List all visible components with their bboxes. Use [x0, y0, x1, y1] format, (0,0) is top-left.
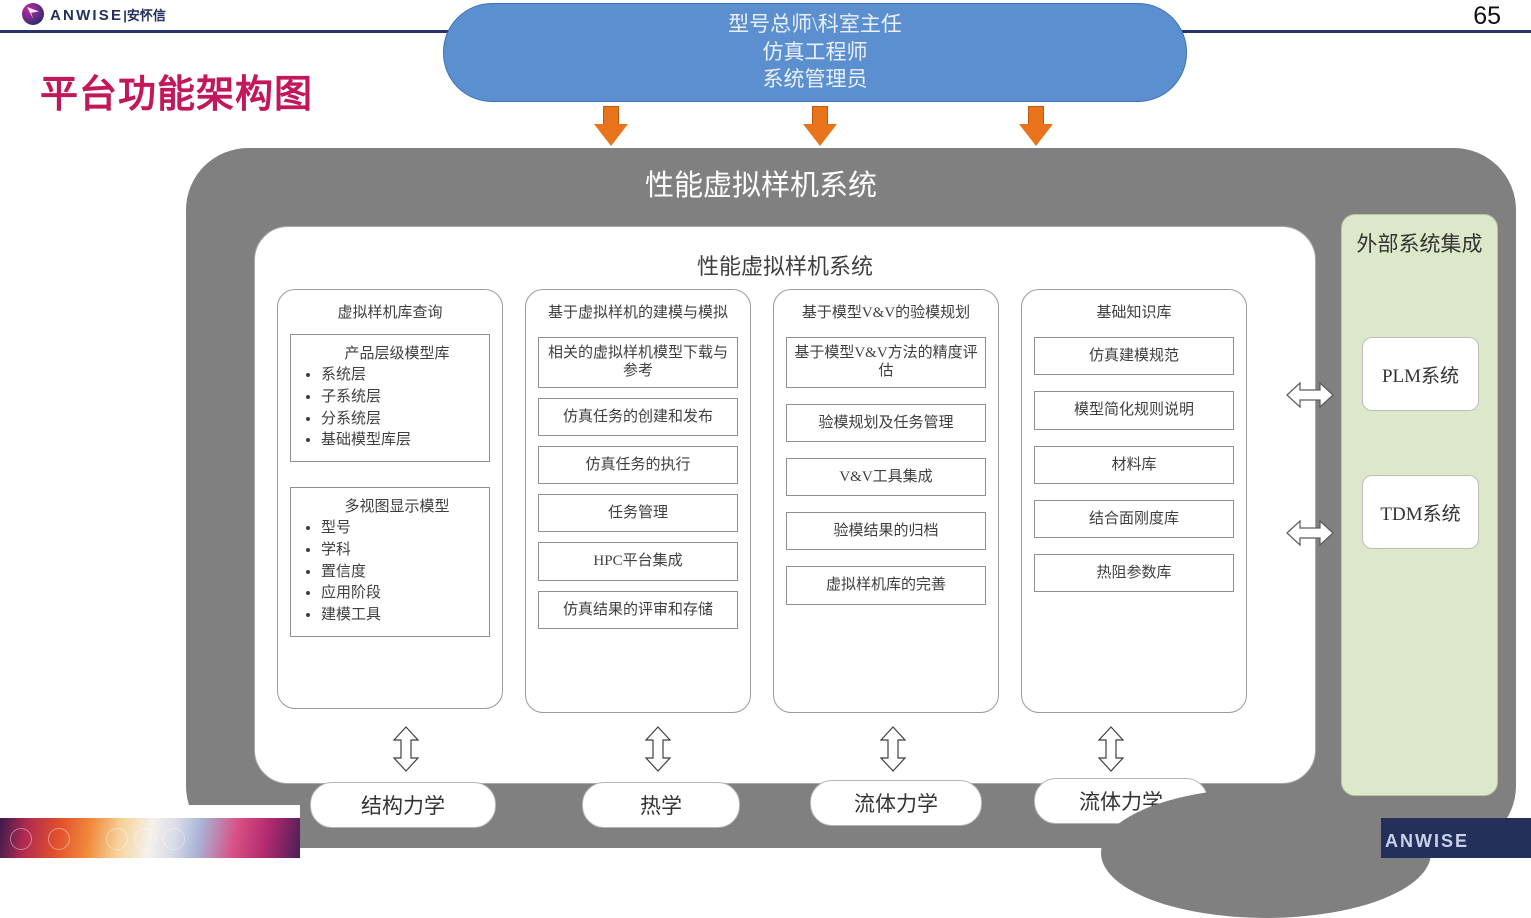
- feature-box[interactable]: 仿真任务的创建和发布: [538, 397, 738, 436]
- column-title: 基础知识库: [1096, 305, 1172, 321]
- list-item[interactable]: 应用阶段: [321, 583, 481, 605]
- more-options-icon[interactable]: [163, 828, 185, 850]
- list-item[interactable]: 型号: [321, 518, 481, 540]
- down-arrow-icon-2: [803, 106, 837, 146]
- feature-box[interactable]: 任务管理: [538, 494, 738, 533]
- feature-box[interactable]: 相关的虚拟样机模型下载与参考: [538, 337, 738, 388]
- feature-box[interactable]: 模型简化规则说明: [1034, 391, 1234, 430]
- down-arrow-icon-1: [594, 106, 628, 146]
- list-item[interactable]: 建模工具: [321, 605, 481, 627]
- list-multiview-display[interactable]: 多视图显示模型 型号 学科 置信度 应用阶段 建模工具: [290, 487, 490, 637]
- feature-box[interactable]: 热阻参数库: [1034, 554, 1234, 593]
- external-systems-panel: 外部系统集成 PLM系统 TDM系统: [1341, 214, 1498, 796]
- system-outer-container: 性能虚拟样机系统 性能虚拟样机系统 虚拟样机库查询 产品层级模型库 系统层 子系…: [186, 148, 1516, 848]
- brand-logo-text: ANWISE|安怀信: [50, 5, 166, 24]
- page-number: 65: [1473, 2, 1501, 30]
- feature-box[interactable]: 结合面刚度库: [1034, 499, 1234, 539]
- column-model-library-query[interactable]: 虚拟样机库查询 产品层级模型库 系统层 子系统层 分系统层 基础模型库层 多视图…: [277, 289, 503, 709]
- column-knowledge-base[interactable]: 基础知识库 仿真建模规范 模型简化规则说明 材料库 结合面刚度库 热阻参数库: [1021, 289, 1247, 713]
- list-heading: 产品层级模型库: [344, 346, 450, 362]
- arrow-shaft: [1028, 106, 1044, 126]
- list-item[interactable]: 分系统层: [321, 409, 481, 431]
- double-arrow-vertical-icon-1: [391, 726, 421, 772]
- column-modeling-simulation[interactable]: 基于虚拟样机的建模与模拟 相关的虚拟样机模型下载与参考 仿真任务的创建和发布 仿…: [525, 289, 751, 713]
- double-arrow-vertical-icon-2: [643, 726, 673, 772]
- list-heading: 多视图显示模型: [344, 499, 450, 515]
- feature-box[interactable]: 虚拟样机库的完善: [786, 566, 986, 605]
- brand-name-latin: ANWISE: [50, 6, 124, 24]
- double-arrow-vertical-icon-3: [878, 726, 908, 772]
- search-icon[interactable]: [134, 828, 156, 850]
- feature-box[interactable]: 仿真结果的评审和存储: [538, 590, 738, 630]
- anwise-logo-icon: [22, 3, 44, 25]
- double-arrow-horizontal-icon-1: [1286, 380, 1334, 410]
- arrow-head: [1019, 124, 1053, 146]
- feature-box[interactable]: 仿真建模规范: [1034, 337, 1234, 376]
- column-vv-planning[interactable]: 基于模型V&V的验模规划 基于模型V&V方法的精度评估 验模规划及任务管理 V&…: [773, 289, 999, 713]
- role-line-3: 系统管理员: [762, 67, 868, 92]
- list-item[interactable]: 学科: [321, 540, 481, 562]
- arrow-head: [803, 124, 837, 146]
- external-system-tdm[interactable]: TDM系统: [1362, 475, 1479, 549]
- discipline-box-structural[interactable]: 结构力学: [310, 782, 496, 828]
- feature-box[interactable]: 验模结果的归档: [786, 512, 986, 551]
- column-title: 基于模型V&V的验模规划: [801, 305, 971, 321]
- column-title: 虚拟样机库查询: [337, 305, 443, 321]
- page-title: 平台功能架构图: [40, 74, 314, 116]
- brand-logo: ANWISE|安怀信: [22, 3, 166, 25]
- footer-brand-text: ANWISE: [1385, 831, 1469, 851]
- feature-box[interactable]: V&V工具集成: [786, 457, 986, 497]
- system-inner-panel: 性能虚拟样机系统 虚拟样机库查询 产品层级模型库 系统层 子系统层 分系统层 基…: [254, 226, 1316, 784]
- external-system-plm[interactable]: PLM系统: [1362, 337, 1479, 411]
- roles-banner: 型号总师\科室主任 仿真工程师 系统管理员: [443, 3, 1187, 102]
- list-item[interactable]: 置信度: [321, 562, 481, 584]
- prev-track-icon[interactable]: [10, 828, 32, 850]
- feature-box[interactable]: 基于模型V&V方法的精度评估: [786, 337, 986, 388]
- footer-brand-bar: [1381, 818, 1531, 858]
- discipline-box-fluid-1[interactable]: 流体力学: [810, 780, 982, 826]
- feature-box[interactable]: 验模规划及任务管理: [786, 403, 986, 442]
- next-track-icon[interactable]: [48, 828, 70, 850]
- arrow-shaft: [812, 106, 828, 126]
- external-systems-title: 外部系统集成: [1356, 232, 1483, 256]
- role-line-2: 仿真工程师: [762, 39, 868, 64]
- dock-top-strip: [0, 805, 300, 818]
- arrow-head: [594, 124, 628, 146]
- discipline-box-thermal[interactable]: 热学: [582, 782, 740, 828]
- arrow-shaft: [603, 106, 619, 126]
- outer-container-title: 性能虚拟样机系统: [644, 170, 877, 202]
- feature-box[interactable]: 材料库: [1034, 445, 1234, 484]
- role-line-1: 型号总师\科室主任: [728, 11, 902, 36]
- list-item[interactable]: 系统层: [321, 365, 481, 387]
- down-arrow-icon-3: [1019, 106, 1053, 146]
- double-arrow-horizontal-icon-2: [1286, 518, 1334, 548]
- list-product-hierarchy[interactable]: 产品层级模型库 系统层 子系统层 分系统层 基础模型库层: [290, 334, 490, 462]
- list-item[interactable]: 子系统层: [321, 387, 481, 409]
- column-title: 基于虚拟样机的建模与模拟: [547, 305, 728, 321]
- feature-box[interactable]: HPC平台集成: [538, 542, 738, 581]
- pen-icon[interactable]: [106, 828, 128, 850]
- media-dock[interactable]: [0, 818, 300, 858]
- brand-name-cn: |安怀信: [123, 7, 166, 23]
- feature-box[interactable]: 仿真任务的执行: [538, 445, 738, 485]
- inner-panel-title: 性能虚拟样机系统: [696, 254, 873, 279]
- double-arrow-vertical-icon-4: [1096, 726, 1126, 772]
- list-item[interactable]: 基础模型库层: [321, 430, 481, 452]
